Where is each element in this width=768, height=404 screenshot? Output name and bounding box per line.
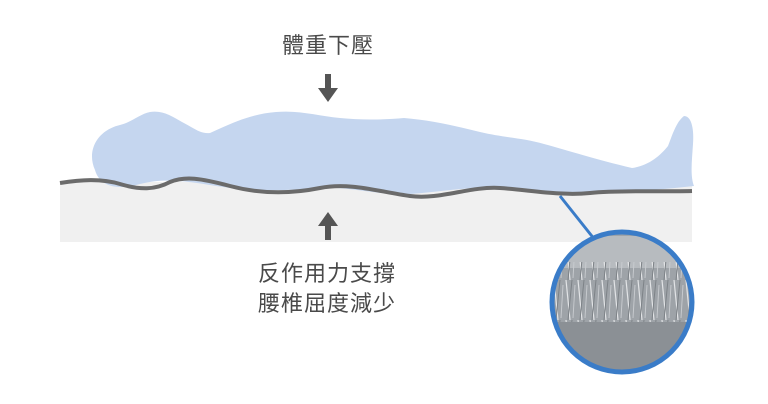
arrow-up-icon [318, 212, 338, 240]
body-silhouette [91, 111, 694, 195]
zoom-detail [552, 232, 692, 372]
zoom-ring [549, 229, 695, 375]
body-weight-label: 體重下壓 [281, 34, 374, 59]
arrow-down-icon [318, 74, 338, 102]
zoom-pointer-line [558, 195, 597, 241]
reduced-curvature-label: 腰椎屈度減少 [257, 292, 396, 317]
mattress-surface-line [59, 176, 693, 199]
reaction-support-label: 反作用力支撐 [257, 262, 396, 287]
